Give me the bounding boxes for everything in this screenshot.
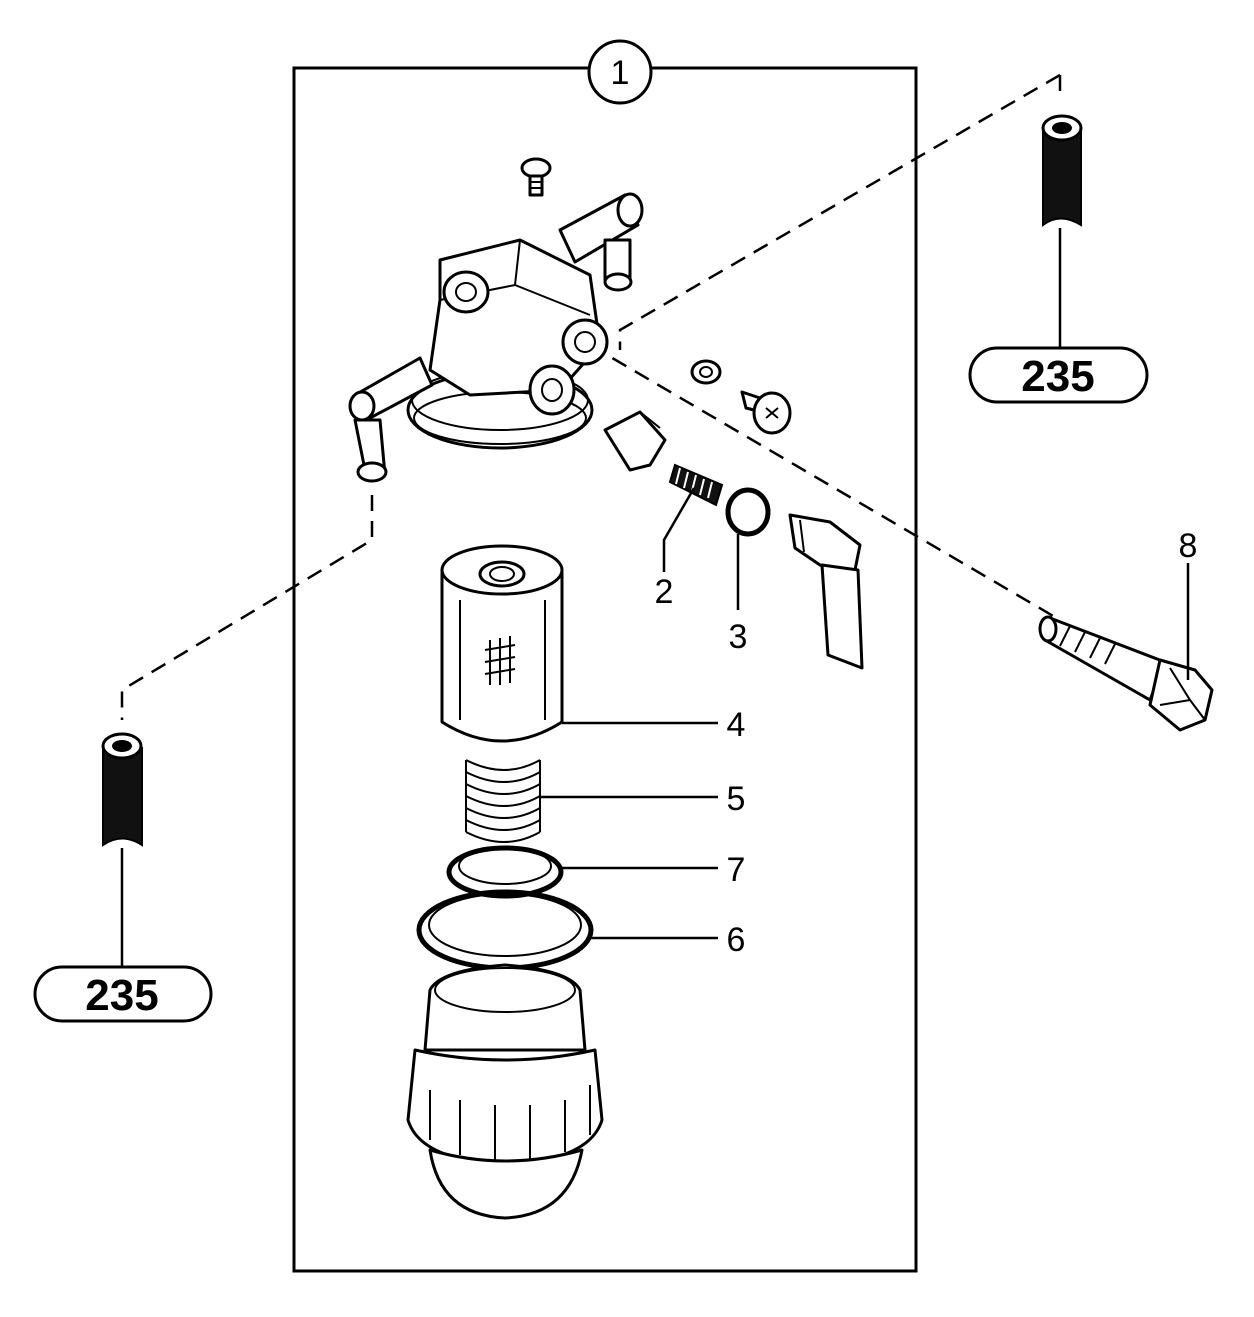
assembly-callout-number: 1: [611, 54, 630, 92]
reference-plate-bottom-left: 235: [33, 965, 213, 1023]
valve-o-ring: [725, 487, 771, 537]
hose-top-right: [1041, 114, 1083, 228]
callout-number-2: 2: [655, 573, 674, 611]
filter-small-ring: [446, 845, 564, 899]
valve-lever: [788, 513, 864, 670]
filter-element: [440, 544, 564, 743]
bleed-screw: [740, 390, 792, 435]
top-screw: [520, 157, 552, 197]
filter-bowl: [406, 963, 604, 1220]
callout-number-3: 3: [729, 618, 748, 656]
reference-number-bottom-left: 235: [85, 971, 158, 1020]
mounting-bolt: [1038, 615, 1214, 732]
assembly-callout: 1: [587, 39, 653, 105]
filter-large-ring: [416, 889, 594, 971]
callout-number-4: 4: [727, 706, 746, 744]
reference-number-top-right: 235: [1021, 352, 1094, 401]
hose-route-bottom-left: [120, 495, 374, 720]
filter-spring: [465, 759, 541, 843]
leader-item-2: [662, 487, 696, 572]
bolt-route-diagonal: [589, 343, 1061, 622]
valve-spring: [668, 463, 724, 507]
callout-number-6: 6: [727, 921, 746, 959]
bleed-screw-washer: [690, 359, 722, 385]
reference-plate-top-right: 235: [968, 346, 1149, 404]
callout-number-8: 8: [1179, 527, 1198, 565]
callout-number-5: 5: [727, 780, 746, 818]
callout-number-7: 7: [727, 851, 746, 889]
hose-route-diagonal-top: [618, 73, 1061, 350]
filter-head-housing: [348, 192, 644, 483]
hose-bottom-left: [101, 732, 143, 847]
valve-cock: [603, 410, 667, 472]
